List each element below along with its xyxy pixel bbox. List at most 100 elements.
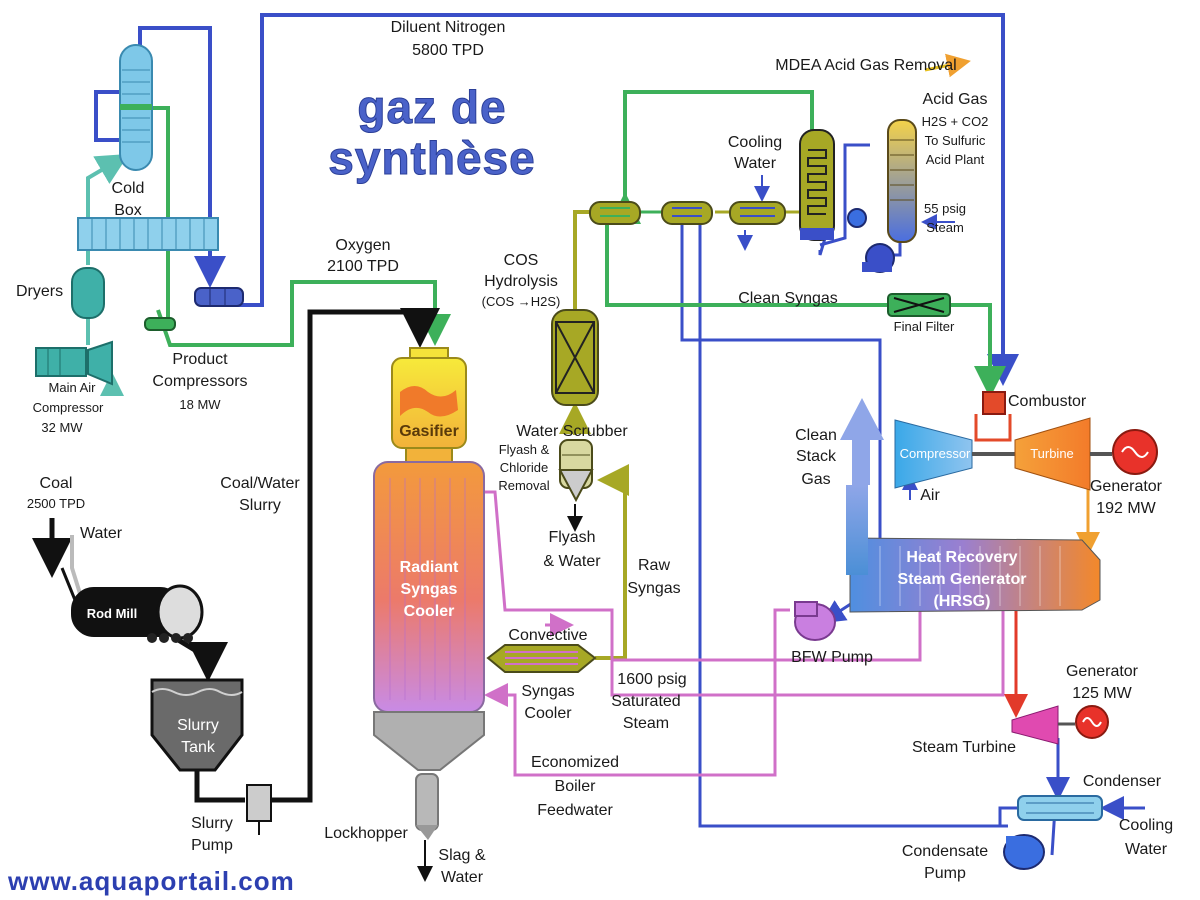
convective-label-1: Convective	[508, 627, 587, 644]
product-compressor-nitrogen	[194, 287, 244, 307]
diluent-nitrogen-rate: 5800 TPD	[412, 42, 484, 59]
generator-125-label-2: 125 MW	[1072, 685, 1132, 702]
economized-label-2: Boiler	[555, 778, 597, 795]
feedwater-lines	[380, 490, 1005, 777]
cos-label-2: Hydrolysis	[484, 273, 558, 290]
cooling-water-top-1: Cooling	[728, 134, 782, 151]
raw-syngas-2: Syngas	[627, 580, 680, 597]
generator-125-symbol	[1075, 705, 1109, 739]
convective-syngas-cooler	[486, 644, 597, 673]
acid-gas-line	[924, 53, 971, 78]
clean-stack-label-3: Gas	[801, 471, 830, 488]
coal-water-label-2: Slurry	[239, 497, 281, 514]
water-scrubber	[558, 439, 594, 503]
main-air-label-2: Compressor	[33, 400, 104, 415]
diluent-nitrogen-label: Diluent Nitrogen	[391, 19, 506, 36]
generator-125-label-1: Generator	[1066, 663, 1139, 680]
cooling-water-bottom-2: Water	[1125, 841, 1168, 858]
gas-exchanger-3	[729, 201, 786, 225]
sat-steam-label-3: Steam	[623, 715, 669, 732]
hrsg-unit	[849, 537, 1101, 613]
mdea-circulation-pump	[862, 243, 895, 273]
combustor-box	[982, 391, 1006, 415]
cold-box-label-1: Cold	[112, 180, 145, 197]
radiant-label-2: Syngas	[401, 581, 458, 598]
flyash-chloride-1: Flyash &	[499, 442, 550, 457]
coal-water-label-1: Coal/Water	[220, 475, 300, 492]
hrsg-stack	[846, 485, 868, 575]
oxygen-label: Oxygen	[335, 237, 390, 254]
economized-label-3: Feedwater	[537, 802, 613, 819]
cold-box-label-2: Box	[114, 202, 142, 219]
mdea-stripper	[887, 119, 917, 243]
economized-label-1: Economized	[531, 754, 619, 771]
condenser-label: Condenser	[1083, 773, 1162, 790]
steam-turbine-label: Steam Turbine	[912, 739, 1016, 756]
hrsg-label-1: Heat Recovery	[906, 549, 1017, 566]
website-watermark: www.aquaportail.com	[7, 866, 295, 896]
sat-steam-label-2: Saturated	[611, 693, 680, 710]
title-line-2: synthèse	[328, 132, 535, 184]
flyash-chloride-2: Chloride	[500, 460, 548, 475]
dryers-label: Dryers	[16, 283, 63, 300]
lockhopper-label: Lockhopper	[324, 825, 408, 842]
slurry-tank	[150, 678, 244, 772]
acid-gas-line-2: To Sulfuric	[925, 133, 986, 148]
steam-turbine-symbol	[1011, 705, 1059, 745]
slurry-tank-label-2: Tank	[181, 739, 216, 756]
sat-steam-label-1: 1600 psig	[617, 671, 686, 688]
slurry-pump-label-1: Slurry	[191, 815, 233, 832]
combustor-ducts	[974, 414, 1012, 442]
convective-label-2: Syngas	[521, 683, 574, 700]
product-compressors-1: Product	[172, 351, 228, 368]
hrsg-label-2: Steam Generator	[898, 571, 1027, 588]
water-label: Water	[80, 525, 123, 542]
product-compressors-2: Compressors	[152, 373, 247, 390]
title-line-1: gaz de	[357, 81, 506, 133]
bfw-pump-label: BFW Pump	[791, 649, 873, 666]
acid-gas-line-1: H2S + CO2	[922, 114, 989, 129]
clean-syngas-label: Clean Syngas	[738, 290, 838, 307]
rod-mill-label: Rod Mill	[87, 606, 138, 621]
slurry-pump	[246, 784, 272, 835]
rod-mill	[71, 584, 204, 643]
lockhopper	[415, 773, 439, 840]
flyash-water-1: Flyash	[548, 529, 595, 546]
product-compressor-oxygen	[144, 317, 176, 331]
steam-55-psig-label: 55 psig	[924, 201, 966, 216]
mdea-pump	[847, 208, 867, 228]
product-compressors-3: 18 MW	[179, 397, 221, 412]
water-feed-line	[70, 535, 84, 601]
compressor-label: Compressor	[900, 446, 971, 461]
cos-label-1: COS	[504, 252, 539, 269]
cos-hydrolysis-reactor	[551, 309, 599, 406]
condensate-pump-symbol	[1003, 834, 1045, 870]
condenser-symbol	[1017, 795, 1103, 821]
slurry-lines	[32, 308, 583, 882]
flyash-chloride-3: Removal	[498, 478, 549, 493]
final-filter-label: Final Filter	[894, 319, 955, 334]
cold-box	[119, 44, 153, 171]
acid-gas-line-3: Acid Plant	[926, 152, 985, 167]
hrsg-label-3: (HRSG)	[934, 593, 991, 610]
main-air-label-3: 32 MW	[41, 420, 83, 435]
slurry-pump-label-2: Pump	[191, 837, 233, 854]
main-air-label-1: Main Air	[49, 380, 97, 395]
gt-compressor	[894, 419, 973, 489]
air-label: Air	[920, 487, 940, 504]
gasifier-label: Gasifier	[399, 423, 459, 440]
generator-192-label-2: 192 MW	[1096, 500, 1156, 517]
final-filter	[887, 293, 951, 317]
cooling-water-bottom-1: Cooling	[1119, 817, 1173, 834]
water-scrubber-label: Water Scrubber	[516, 423, 628, 440]
coal-label: Coal	[40, 475, 73, 492]
radiant-label-3: Cooler	[404, 603, 455, 620]
clean-stack-label-1: Clean	[795, 427, 837, 444]
clean-stack-label-2: Stack	[796, 448, 837, 465]
radiant-syngas-cooler	[373, 461, 485, 771]
flyash-water-2: & Water	[543, 553, 601, 570]
turbine-label: Turbine	[1030, 446, 1074, 461]
gasifier	[391, 347, 467, 467]
